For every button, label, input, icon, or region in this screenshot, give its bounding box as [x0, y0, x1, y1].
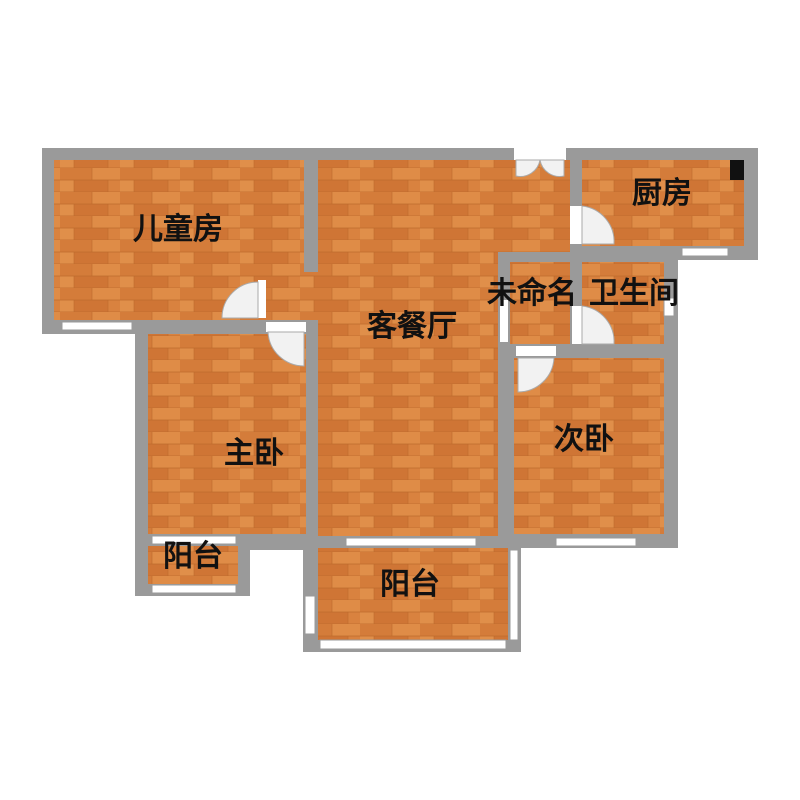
- window-second-bedroom: [555, 537, 637, 547]
- sliding-door-balcony: [345, 537, 477, 547]
- second-door-swing: [517, 357, 555, 393]
- kitchen-door-opening: [570, 206, 582, 244]
- window-balcony-main-right: [509, 549, 519, 641]
- kitchen-door-swing: [581, 205, 615, 245]
- floor-balcony-small: [148, 546, 238, 584]
- windows: [61, 247, 729, 650]
- entrance-door-swing: [515, 159, 565, 177]
- label-second-bedroom: 次卧: [554, 422, 614, 457]
- master-door-swing: [267, 331, 305, 367]
- floor-balcony-main: [318, 548, 508, 640]
- window-balcony-small-top: [151, 535, 237, 545]
- bathroom-door-opening: [572, 306, 582, 344]
- window-childrens-room: [61, 321, 133, 331]
- master-door-opening: [266, 322, 306, 332]
- label-living-dining: 客餐厅: [367, 309, 457, 344]
- floor-master-bedroom: [148, 334, 306, 534]
- window-kitchen: [681, 247, 729, 257]
- label-master-bedroom: 主卧: [224, 436, 284, 471]
- childrens-door-opening: [258, 280, 266, 318]
- label-balcony-main: 阳台: [380, 567, 440, 602]
- room-labels: 儿童房 客餐厅 厨房 未命名 卫生间 主卧 次卧 阳台 阳台: [133, 176, 692, 602]
- entrance-door-opening: [514, 148, 566, 160]
- window-balcony-main-bottom: [319, 639, 507, 650]
- floor-childrens-corridor: [262, 272, 318, 320]
- floor-unnamed: [510, 262, 570, 344]
- label-kitchen: 厨房: [632, 176, 692, 211]
- doors: [221, 148, 615, 393]
- bathroom-door-swing: [581, 305, 615, 345]
- floor-second-bedroom: [514, 358, 664, 534]
- window-balcony-small: [151, 584, 237, 594]
- flue-fixture: [730, 160, 744, 180]
- window-balcony-main-left: [304, 595, 316, 635]
- floor-living-upper: [318, 160, 570, 252]
- floors: [54, 160, 744, 640]
- label-balcony-small: 阳台: [163, 539, 223, 574]
- window-bathroom: [663, 297, 675, 317]
- label-childrens-room: 儿童房: [133, 212, 223, 247]
- childrens-door-swing: [221, 281, 259, 319]
- second-door-opening: [516, 346, 556, 356]
- label-unnamed: 未命名: [487, 276, 577, 311]
- label-bathroom: 卫生间: [589, 276, 679, 311]
- unnamed-door-opening: [500, 300, 508, 342]
